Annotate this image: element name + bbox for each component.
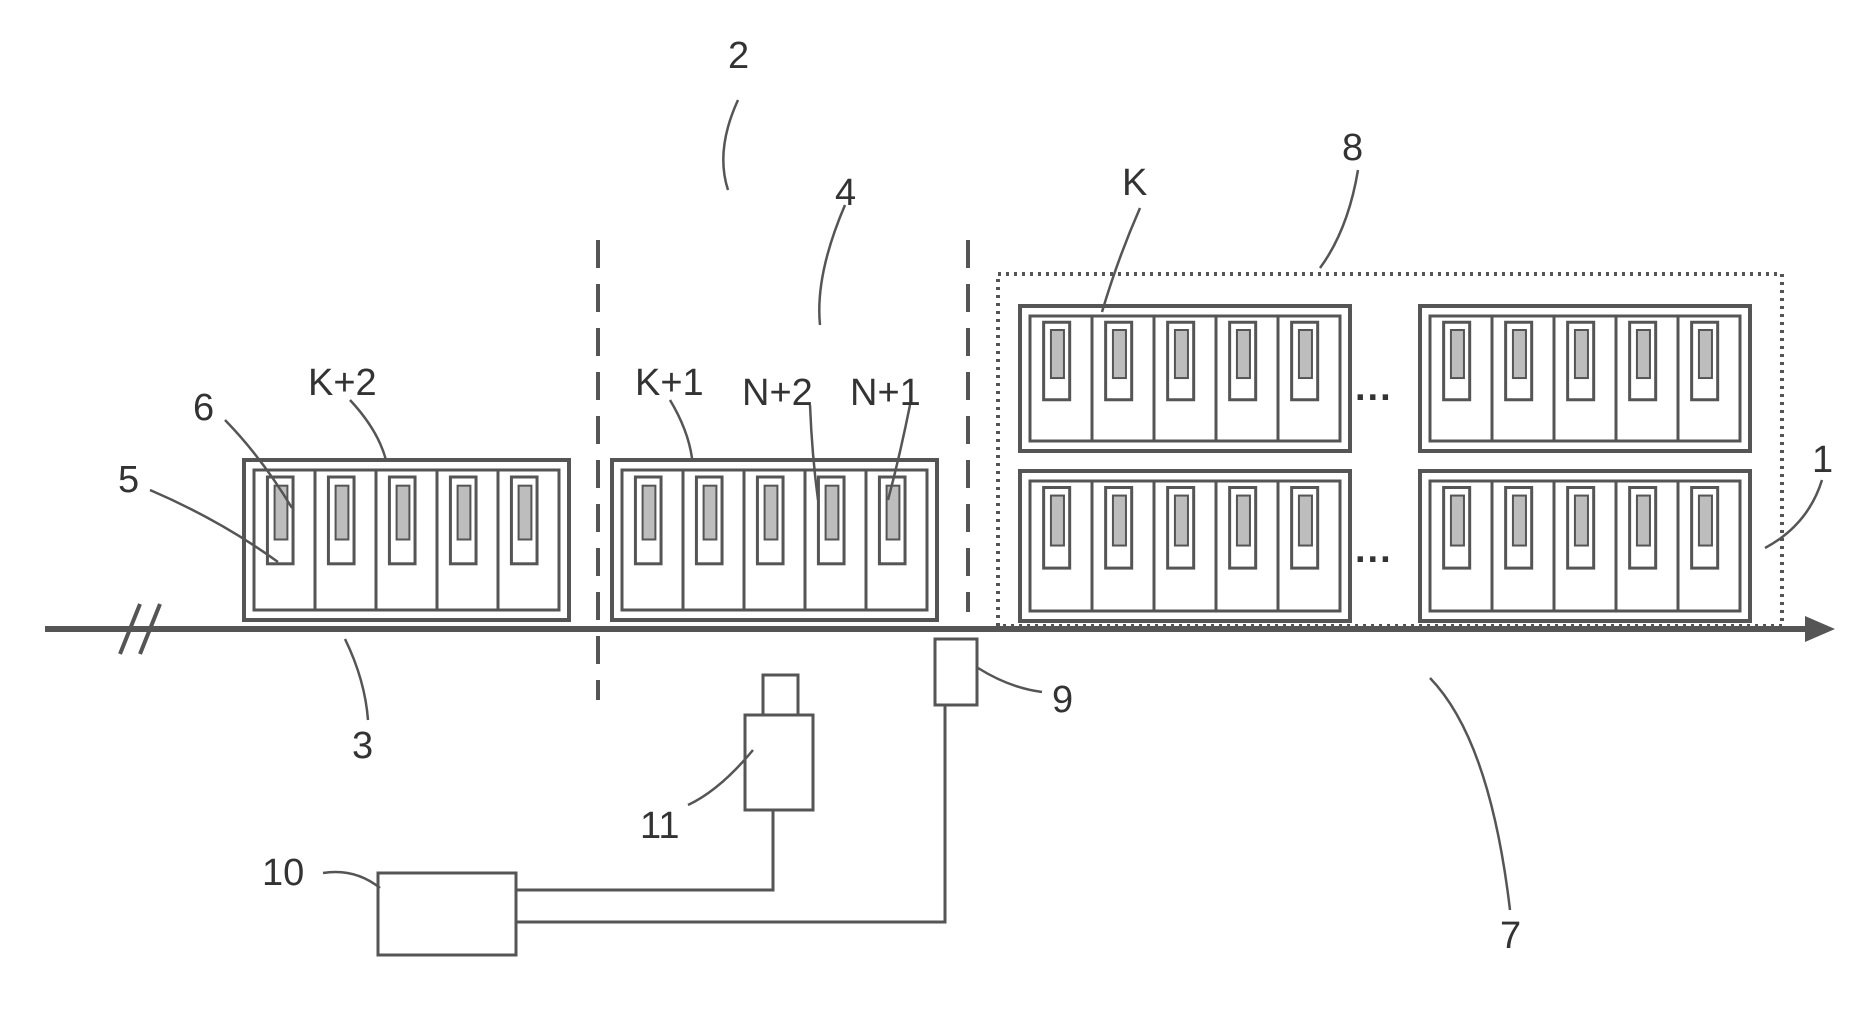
label-6: 6 bbox=[193, 387, 214, 429]
label-9: 9 bbox=[1052, 679, 1073, 721]
cell-window bbox=[336, 486, 349, 540]
cell-window bbox=[1175, 496, 1188, 546]
cell-window bbox=[397, 486, 410, 540]
cell-window bbox=[1299, 496, 1312, 546]
leader-5 bbox=[150, 490, 278, 562]
camera-body bbox=[745, 715, 813, 810]
cell-window bbox=[643, 486, 656, 540]
cell-window bbox=[1451, 496, 1464, 546]
sensor-box bbox=[935, 639, 977, 705]
cell-window bbox=[1575, 330, 1588, 378]
ellipsis-bottom: ... bbox=[1355, 529, 1393, 571]
label-8: 8 bbox=[1342, 127, 1363, 169]
label-n-plus-1: N+1 bbox=[850, 372, 921, 414]
cell-window bbox=[765, 486, 778, 540]
container-k-plus-1 bbox=[612, 460, 937, 620]
cell-window bbox=[1237, 496, 1250, 546]
cell-window bbox=[704, 486, 717, 540]
conveyor-arrowhead bbox=[1805, 616, 1835, 642]
label-k-plus-1: K+1 bbox=[635, 362, 704, 404]
container-1-row2-col2 bbox=[1420, 471, 1750, 621]
container-row1-col2 bbox=[1420, 306, 1750, 451]
leader-k bbox=[1102, 208, 1140, 312]
label-3: 3 bbox=[352, 725, 373, 767]
leader-4 bbox=[819, 205, 845, 325]
cell-window bbox=[1575, 496, 1588, 546]
leader-2 bbox=[723, 100, 738, 190]
label-1: 1 bbox=[1812, 439, 1833, 481]
cell-window bbox=[1237, 330, 1250, 378]
leader-n-plus-2 bbox=[810, 405, 818, 500]
container-k-row1-col1 bbox=[1020, 306, 1350, 451]
label-4: 4 bbox=[835, 172, 856, 214]
label-k-plus-2: K+2 bbox=[308, 362, 377, 404]
container-k-plus-2 bbox=[244, 460, 569, 620]
label-11: 11 bbox=[640, 805, 679, 847]
leader-9 bbox=[978, 668, 1042, 692]
leader-3 bbox=[345, 639, 368, 720]
leader-k-plus-2 bbox=[350, 400, 386, 460]
label-5: 5 bbox=[118, 459, 139, 501]
leader-7 bbox=[1430, 678, 1510, 910]
cell-window bbox=[1513, 330, 1526, 378]
ellipsis-top: ... bbox=[1355, 367, 1393, 409]
cell-window bbox=[1113, 330, 1126, 378]
cell-window bbox=[1637, 330, 1650, 378]
cell-window bbox=[1051, 330, 1064, 378]
cell-window bbox=[1113, 496, 1126, 546]
leader-11 bbox=[688, 750, 753, 805]
leader-10 bbox=[323, 872, 380, 888]
cell-window bbox=[1451, 330, 1464, 378]
container-row2-col1 bbox=[1020, 471, 1350, 621]
cell-window bbox=[1699, 496, 1712, 546]
cell-window bbox=[1299, 330, 1312, 378]
label-2: 2 bbox=[728, 35, 749, 77]
cell-window bbox=[1051, 496, 1064, 546]
leader-8 bbox=[1320, 170, 1358, 268]
cell-window bbox=[458, 486, 471, 540]
label-k: K bbox=[1122, 162, 1147, 204]
camera-lens bbox=[763, 675, 798, 715]
cell-window bbox=[1637, 496, 1650, 546]
cell-window bbox=[519, 486, 532, 540]
cell-window bbox=[826, 486, 839, 540]
label-n-plus-2: N+2 bbox=[742, 372, 813, 414]
cell-window bbox=[275, 486, 288, 540]
controller-box bbox=[378, 873, 516, 955]
cell-window bbox=[1175, 330, 1188, 378]
leader-k-plus-1 bbox=[670, 400, 692, 458]
cell-window bbox=[1513, 496, 1526, 546]
label-10: 10 bbox=[262, 852, 304, 894]
leader-1 bbox=[1765, 480, 1822, 548]
cell-window bbox=[1699, 330, 1712, 378]
label-7: 7 bbox=[1500, 915, 1521, 957]
